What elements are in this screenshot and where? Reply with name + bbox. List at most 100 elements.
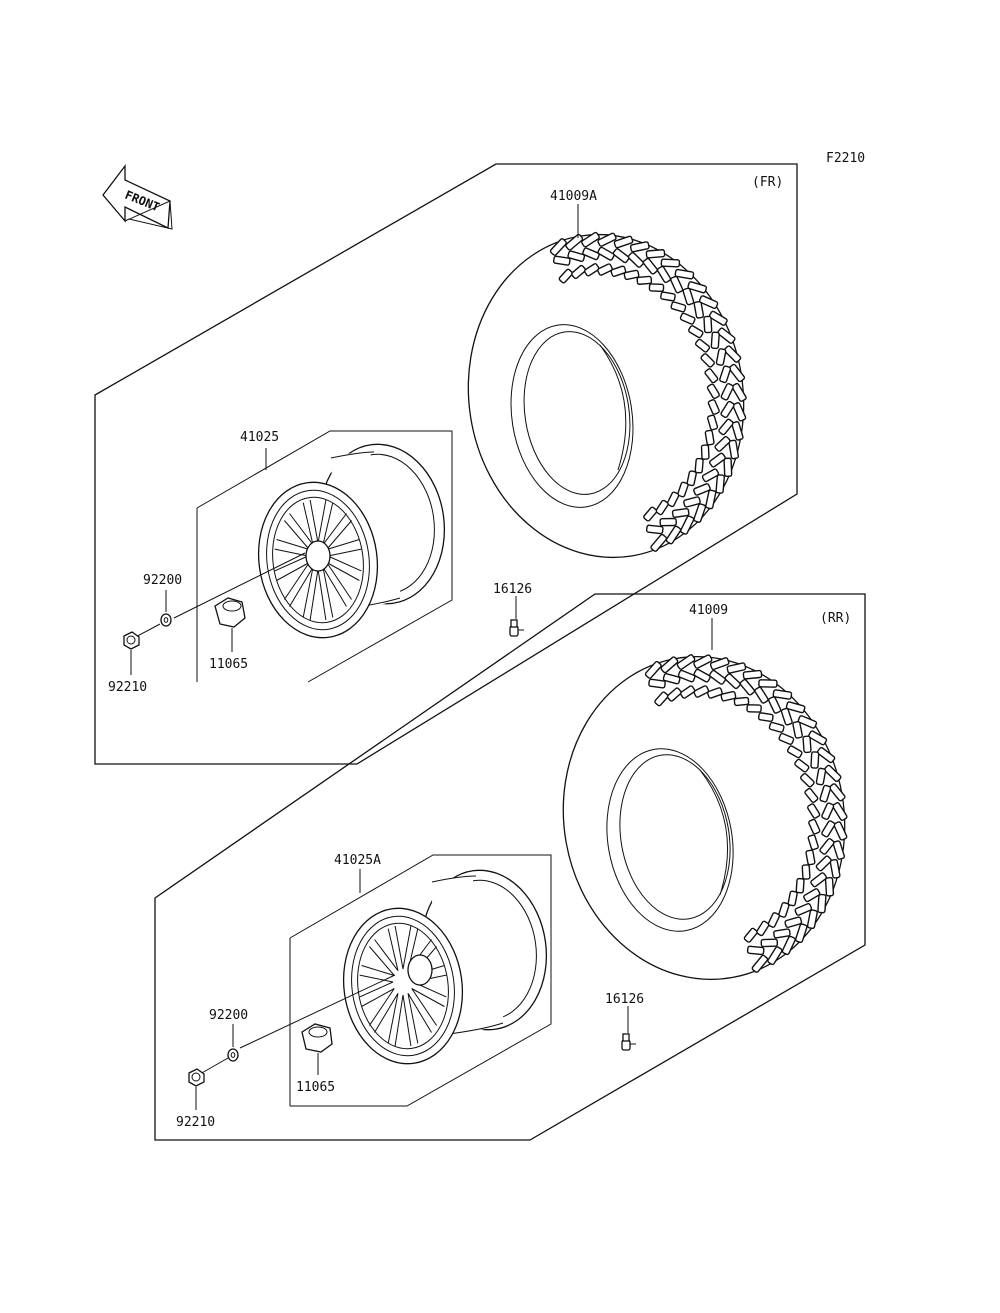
tread-lug bbox=[804, 787, 819, 803]
wheel-spoke bbox=[394, 994, 412, 1047]
tread-lug bbox=[645, 524, 664, 535]
tread-lug bbox=[558, 268, 574, 284]
tread-lug bbox=[665, 525, 682, 545]
tread-lug bbox=[742, 669, 763, 680]
tread-lug bbox=[784, 916, 803, 929]
tread-lug bbox=[794, 902, 813, 916]
tread-lug bbox=[693, 685, 710, 698]
tread-lug bbox=[643, 506, 658, 522]
tread-lug bbox=[732, 402, 747, 422]
wheel-spoke bbox=[361, 988, 395, 1026]
tread-lug bbox=[623, 269, 640, 281]
tread-lug bbox=[800, 772, 815, 788]
wheel-spoke bbox=[322, 567, 347, 618]
rear-section-label: (RR) bbox=[820, 611, 851, 626]
rear-group: (RR) 41009 41025A bbox=[154, 593, 866, 1141]
tread-lug bbox=[772, 689, 793, 700]
tread-lug bbox=[549, 238, 567, 256]
tread-lug bbox=[656, 265, 672, 284]
tread-lug bbox=[806, 909, 818, 930]
tread-lug bbox=[743, 927, 758, 943]
tread-lug bbox=[723, 345, 742, 363]
tread-lug bbox=[666, 491, 680, 508]
tread-lug bbox=[708, 452, 726, 468]
tread-lug bbox=[803, 888, 821, 903]
tread-lug bbox=[581, 231, 600, 248]
rear-cap-callout: 11065 bbox=[296, 1080, 335, 1095]
tread-lug bbox=[676, 654, 696, 670]
tread-lug bbox=[816, 746, 836, 764]
wheel-spoke bbox=[327, 548, 362, 572]
tread-lug bbox=[703, 315, 713, 334]
front-cap-callout: 11065 bbox=[209, 657, 248, 672]
tread-lug bbox=[768, 721, 785, 733]
front-arrow-icon: FRONT bbox=[102, 164, 173, 230]
tread-lug bbox=[710, 331, 720, 350]
tread-lug bbox=[613, 235, 634, 249]
tread-lug bbox=[720, 690, 737, 702]
tread-lug bbox=[756, 920, 770, 937]
tread-lug bbox=[795, 877, 805, 894]
tread-lug bbox=[701, 468, 720, 483]
front-group: (FR) 41009A 41025 bbox=[94, 163, 798, 765]
front-wheel bbox=[257, 443, 446, 639]
tread-lug bbox=[767, 912, 781, 928]
tread-lug bbox=[709, 669, 726, 685]
tread-lug bbox=[660, 258, 681, 268]
tread-lug bbox=[797, 715, 818, 729]
rear-wheel-callout: 41025A bbox=[334, 853, 381, 868]
tread-lug bbox=[718, 418, 734, 436]
tread-lug bbox=[751, 954, 769, 973]
wheel-spoke bbox=[309, 568, 327, 621]
tread-lug bbox=[805, 849, 816, 866]
tread-lug bbox=[787, 890, 798, 907]
tread-lug bbox=[644, 660, 662, 679]
tread-lug bbox=[636, 275, 653, 285]
tread-lug bbox=[670, 301, 687, 313]
tread-lug bbox=[700, 353, 715, 368]
tread-lug bbox=[571, 264, 587, 280]
tread-lug bbox=[731, 421, 744, 441]
tread-lug bbox=[671, 507, 690, 518]
tread-lug bbox=[704, 368, 719, 384]
tread-lug bbox=[733, 696, 750, 707]
front-group-frame bbox=[94, 163, 798, 765]
tread-lug bbox=[808, 818, 821, 835]
tread-lug bbox=[612, 248, 630, 264]
front-nut bbox=[123, 631, 140, 650]
tread-lug bbox=[582, 247, 600, 261]
tread-lug bbox=[781, 935, 796, 956]
tread-lug bbox=[719, 365, 732, 384]
figure-code: F2210 bbox=[826, 151, 865, 166]
tread-lug bbox=[688, 325, 704, 339]
tread-lug bbox=[810, 751, 820, 769]
tread-lug bbox=[746, 945, 765, 956]
front-valve-callout: 16126 bbox=[493, 582, 532, 597]
tread-lug bbox=[757, 712, 774, 723]
tread-lug bbox=[821, 802, 835, 820]
tread-lug bbox=[679, 312, 696, 325]
tread-lug bbox=[693, 483, 711, 496]
tread-lug bbox=[807, 834, 819, 851]
tread-lug bbox=[717, 327, 736, 344]
wheel-spoke bbox=[326, 562, 360, 600]
tread-lug bbox=[715, 474, 725, 494]
tread-lug bbox=[654, 691, 669, 707]
tread-lug bbox=[815, 767, 827, 786]
tread-lug bbox=[687, 281, 708, 294]
tread-lug bbox=[610, 265, 627, 277]
tread-lug bbox=[677, 481, 689, 498]
tread-lug bbox=[597, 232, 617, 247]
tread-lug bbox=[693, 668, 711, 683]
tread-lug bbox=[693, 654, 713, 669]
tread-lug bbox=[708, 310, 728, 326]
wheel-spoke bbox=[289, 567, 314, 618]
tread-lug bbox=[627, 251, 644, 268]
rear-valve bbox=[621, 1033, 636, 1051]
wheel-spoke bbox=[274, 548, 309, 572]
front-nut-callout: 92210 bbox=[108, 680, 147, 695]
tread-lug bbox=[705, 489, 717, 510]
tread-lug bbox=[832, 802, 848, 821]
tread-lug bbox=[715, 348, 727, 366]
